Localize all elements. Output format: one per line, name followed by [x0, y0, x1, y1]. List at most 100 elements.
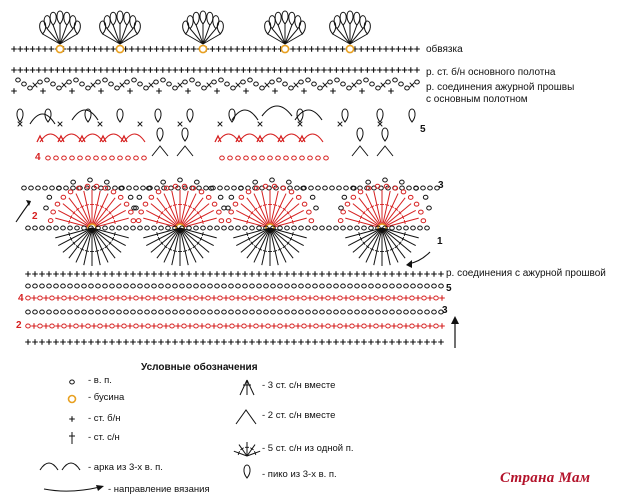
- double-crochet: [269, 227, 294, 259]
- single-crochet: [53, 339, 59, 345]
- fan-stitch: [119, 33, 138, 45]
- dc-crossbar: [80, 248, 85, 251]
- single-crochet: [197, 67, 203, 73]
- chain-stitch: [142, 201, 149, 207]
- single-crochet: [130, 271, 136, 277]
- fan-stitch: [349, 33, 368, 45]
- single-crochet: [156, 88, 162, 94]
- single-crochet: [364, 67, 371, 73]
- double-crochet: [253, 227, 271, 263]
- red-star-stitch: [298, 134, 306, 143]
- label-join-lace-2: с основным полотном: [426, 94, 528, 105]
- single-crochet: [91, 67, 98, 73]
- chain-stitch: [141, 155, 147, 161]
- chain-stitch: [420, 218, 427, 224]
- single-crochet: [46, 339, 52, 345]
- bead: [115, 44, 125, 54]
- chain-stitch: [198, 189, 205, 195]
- chain-stitch: [270, 283, 276, 289]
- chain-stitch: [418, 209, 424, 215]
- single-crochet: [91, 323, 97, 329]
- bead: [67, 394, 77, 404]
- dc-crossbar: [157, 236, 161, 241]
- chain-arch: [261, 105, 293, 117]
- single-crochet: [175, 295, 181, 301]
- single-crochet: [74, 271, 80, 277]
- chain-stitch: [172, 85, 178, 91]
- chain-arch: [301, 133, 324, 143]
- single-crochet: [235, 295, 241, 301]
- chain-stitch: [88, 309, 94, 315]
- chain-stitch: [193, 283, 199, 289]
- dc-crossbar: [95, 204, 100, 206]
- chain-stitch: [25, 295, 31, 301]
- chain-stitch: [344, 201, 351, 207]
- chain-stitch: [74, 283, 80, 289]
- single-crochet: [147, 67, 154, 73]
- chain-stitch: [354, 225, 360, 231]
- dc-crossbar: [108, 241, 112, 245]
- red-star-stitch: [78, 134, 86, 143]
- single-crochet: [301, 88, 307, 94]
- single-crochet: [346, 67, 352, 73]
- chain-stitch: [361, 309, 367, 315]
- chain-stitch: [389, 283, 395, 289]
- single-crochet: [319, 339, 325, 345]
- double-crochet: [269, 193, 287, 229]
- chain-stitch: [169, 295, 175, 301]
- slip-stitch: [57, 121, 63, 127]
- single-crochet: [359, 88, 365, 94]
- chain-stitch: [119, 185, 125, 191]
- chain-stitch: [61, 155, 67, 161]
- dc-crossbar: [250, 241, 254, 245]
- chain-stitch: [267, 155, 273, 161]
- picot: [288, 11, 296, 26]
- chain-stitch: [373, 323, 379, 329]
- double-crochet: [91, 193, 109, 229]
- single-crochet: [246, 67, 253, 73]
- chain-stitch: [124, 79, 130, 85]
- chain-stitch: [79, 81, 85, 87]
- single-crochet: [104, 46, 110, 52]
- chain-stitch: [123, 201, 130, 207]
- single-crochet: [389, 339, 395, 345]
- picot: [363, 20, 371, 35]
- fan-stitch: [59, 28, 74, 45]
- single-crochet: [11, 88, 17, 94]
- single-crochet: [11, 67, 17, 73]
- chain-stitch: [67, 309, 73, 315]
- chain-stitch: [205, 194, 212, 200]
- single-crochet: [221, 339, 227, 345]
- single-crochet: [39, 271, 45, 277]
- chain-stitch: [277, 295, 283, 301]
- chain-stitch: [357, 189, 364, 195]
- chain-stitch: [121, 295, 127, 301]
- single-crochet: [343, 295, 349, 301]
- chain-stitch: [323, 155, 329, 161]
- chain-stitch: [137, 81, 143, 87]
- chain-stitch: [28, 185, 34, 191]
- single-crochet: [91, 46, 98, 52]
- single-crochet: [221, 271, 227, 277]
- chain-stitch: [101, 155, 107, 161]
- single-crochet: [414, 67, 420, 73]
- chain-stitch: [249, 283, 255, 289]
- dc-crossbar: [160, 211, 164, 215]
- single-crochet: [259, 67, 265, 73]
- bead: [345, 44, 355, 54]
- chain-stitch: [160, 77, 166, 83]
- single-crochet: [340, 271, 346, 277]
- legend-3dc: [239, 379, 255, 396]
- chain-stitch: [67, 225, 73, 231]
- chain-stitch: [137, 309, 143, 315]
- single-crochet: [151, 271, 157, 277]
- dc-crossbar: [254, 450, 257, 456]
- chain-stitch: [81, 283, 87, 289]
- fan-stitch: [332, 33, 351, 45]
- chain-stitch: [69, 379, 75, 385]
- double-crochet: [269, 227, 287, 263]
- chain-stitch: [157, 323, 163, 329]
- chain-stitch: [396, 309, 402, 315]
- fan-stitch: [349, 28, 364, 45]
- chain-stitch: [340, 209, 346, 215]
